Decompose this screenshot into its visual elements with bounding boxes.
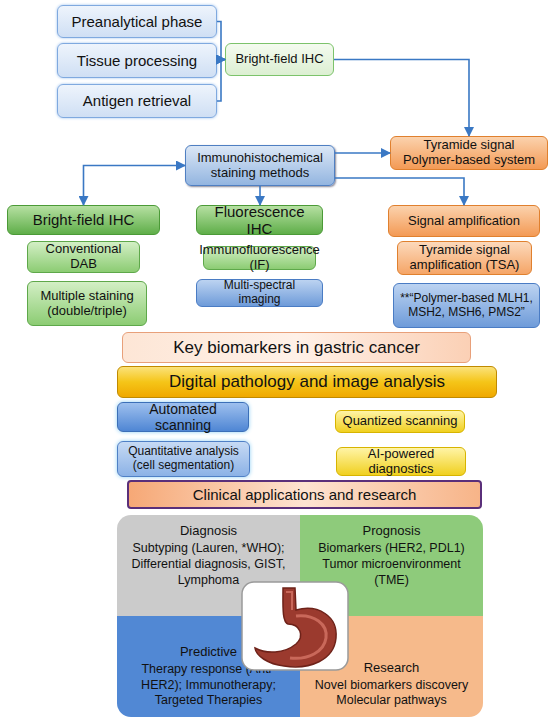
flow-arrow <box>334 60 469 137</box>
section-band: Clinical applications and research <box>127 480 482 509</box>
node-label: Multi-spectral imaging <box>202 279 317 307</box>
category-box: Signal amplification <box>388 205 540 237</box>
panel-heading: Research <box>364 660 420 676</box>
feature-box: Automated scanning <box>117 402 249 432</box>
flow-arrow <box>84 166 186 206</box>
node-label: Immunohistochemical staining methods <box>191 151 329 181</box>
node-label: Biomarkers (HER2, PDL1) <box>318 541 465 557</box>
flow-arrow <box>217 60 225 61</box>
node-label: Tyramide signal amplification (TSA) <box>403 243 526 273</box>
node-label: Conventional DAB <box>33 242 134 272</box>
node-label: **“Polymer-based MLH1, MSH2, MSH6, PMS2” <box>399 292 534 320</box>
feature-box: AI-powered diagnostics <box>336 447 466 476</box>
node-label: Digital pathology and image analysis <box>169 372 445 392</box>
section-band: Key biomarkers in gastric cancer <box>122 332 471 363</box>
process-box: Tissue processing <box>57 43 217 78</box>
node-label: Quantitative analysis (cell segmentation… <box>123 445 244 473</box>
method-box: **“Polymer-based MLH1, MSH2, MSH6, PMS2” <box>393 283 540 328</box>
node-label: Key biomarkers in gastric cancer <box>173 338 420 358</box>
node-label: Immunofluorescence (IF) <box>199 243 320 273</box>
method-box: Bright-field IHC <box>225 43 334 76</box>
flow-arrow <box>217 22 225 60</box>
node-label: Bright-field IHC <box>33 211 135 228</box>
panel-heading: Prognosis <box>363 523 421 539</box>
node-label: Bright-field IHC <box>235 52 323 67</box>
flow-arrow <box>259 186 261 205</box>
flow-arrow <box>217 60 225 102</box>
node-label: Automated scanning <box>123 401 243 433</box>
hub-box: Immunohistochemical staining methods <box>185 145 335 186</box>
node-label: Fluorescence IHC <box>202 203 317 238</box>
node-label: Therapy response (Anti-HER2); Immunother… <box>127 662 290 709</box>
method-box: Multi-spectral imaging <box>196 279 323 307</box>
node-label: Preanalytical phase <box>72 13 203 30</box>
panel-heading: Diagnosis <box>180 523 237 539</box>
node-label: Antigen retrieval <box>83 92 191 109</box>
method-box: Multiple staining (double/triple) <box>27 281 147 326</box>
flow-arrow <box>335 152 390 154</box>
process-box: Preanalytical phase <box>57 5 217 38</box>
node-label: Clinical applications and research <box>193 486 416 503</box>
quadrant-panel: PrognosisBiomarkers (HER2, PDL1)Tumor mi… <box>300 515 483 616</box>
feature-box: Quantitative analysis (cell segmentation… <box>117 441 250 477</box>
node-label: Tyramide signal Polymer-based system <box>396 138 542 168</box>
node-label: Novel biomarkers discovery <box>315 678 469 694</box>
quadrant-panel: PredictiveTherapy response (Anti-HER2); … <box>117 616 300 717</box>
quadrant-panel: DiagnosisSubtyping (Lauren, *WHO); Diffe… <box>117 515 300 616</box>
node-label: Subtyping (Lauren, *WHO); Differential d… <box>127 541 290 588</box>
process-box: Antigen retrieval <box>57 84 217 118</box>
node-label: Quantized scanning <box>343 414 458 429</box>
section-band: Digital pathology and image analysis <box>117 366 497 398</box>
method-box: Tyramide signal Polymer-based system <box>390 136 548 170</box>
category-box: Bright-field IHC <box>7 205 160 235</box>
node-label: Tumor microenvironment (TME) <box>310 557 473 588</box>
node-label: Tissue processing <box>77 52 197 69</box>
feature-box: Quantized scanning <box>335 410 465 433</box>
method-box: Tyramide signal amplification (TSA) <box>397 241 532 275</box>
node-label: Molecular pathways <box>336 693 446 709</box>
node-label: Multiple staining (double/triple) <box>33 289 141 319</box>
panel-heading: Predictive <box>180 644 237 660</box>
method-box: Immunofluorescence (IF) <box>203 246 316 270</box>
flow-arrow <box>335 178 464 205</box>
category-box: Fluorescence IHC <box>196 205 323 235</box>
method-box: Conventional DAB <box>27 241 140 273</box>
quadrant-panel: ResearchNovel biomarkers discoveryMolecu… <box>300 616 483 717</box>
node-label: AI-powered diagnostics <box>342 447 460 477</box>
node-label: Signal amplification <box>408 214 520 229</box>
